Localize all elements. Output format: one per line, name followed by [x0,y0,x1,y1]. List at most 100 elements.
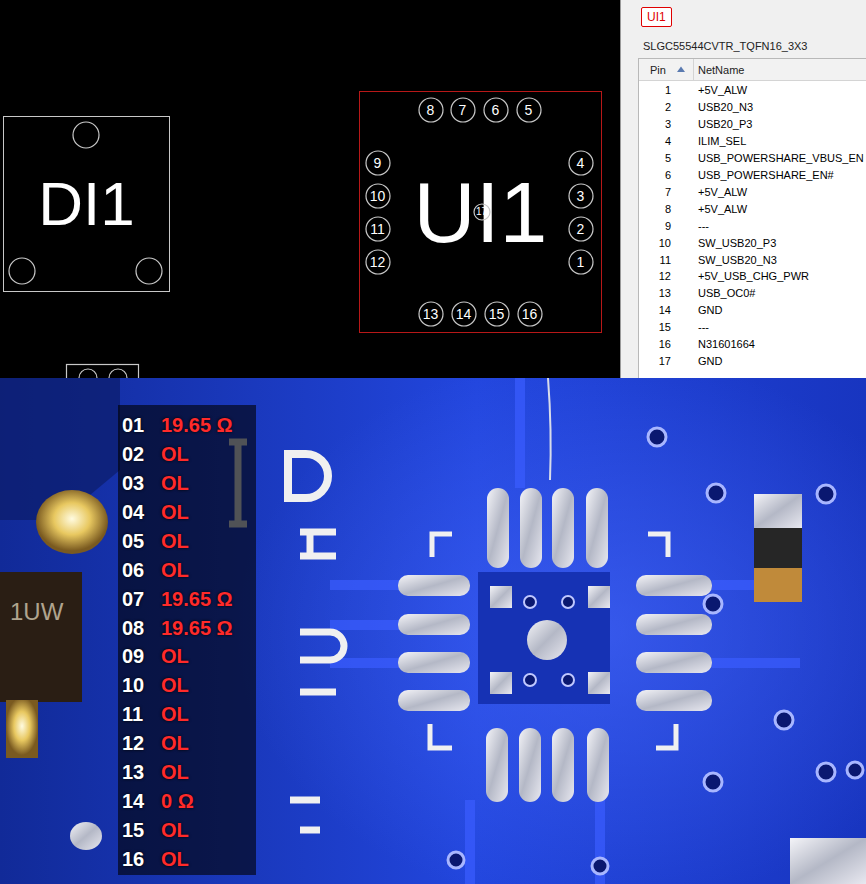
probe-pin: 02 [122,442,144,465]
pin-number: 5 [525,103,533,117]
pcb-photo-part [70,822,102,850]
pcb-photo-part [592,858,608,874]
component-marking: 1UW [10,598,63,626]
resistance-reading: 19.65 Ω [161,587,233,610]
net-name: N31601664 [698,338,755,351]
pcb-photo-part [448,852,464,868]
net-name: SW_USB20_P3 [698,236,776,249]
pcb-photo-part [648,428,666,446]
pin-number: 12 [370,255,386,269]
net-name: GND [698,355,722,368]
pcb-photo-part [562,674,574,686]
pcb-photo-part [636,690,712,711]
pcb-photo-part [754,494,802,602]
pcb-photo-part [636,652,712,673]
footprint-outline: DI1 [3,116,170,292]
pcb-photo-part [487,488,509,568]
pin-outline [517,98,541,122]
pin-outline [419,98,443,122]
probe-pin: 01 [122,414,144,437]
pin-number: 17 [476,207,487,217]
pin-number: 13 [423,307,439,321]
table-header: Pin [650,64,666,77]
pin-number: 8 [427,103,435,117]
resistance-reading: OL [161,645,189,668]
pcb-photo-part [300,632,344,692]
pin-number: 1 [577,255,585,269]
pin-circle: 13 [418,301,444,327]
net-name: USB_POWERSHARE_EN# [698,168,834,181]
pin-outline [366,151,390,175]
pcb-photo-part [527,620,567,660]
pcb-photo-part [118,405,256,875]
net-panel-part [639,59,866,389]
pin-outline [366,184,390,208]
pcb-photo-part [636,575,712,596]
pin-circle: 3 [568,183,594,209]
probe-pin: 08 [122,616,144,639]
pin-circle: 1 [568,249,594,275]
pin-circle: 11 [365,216,391,242]
pcb-photo-part [398,614,470,635]
pcb-photo-part [490,672,512,694]
probe-pin: 06 [122,558,144,581]
pin-circle: 10 [365,183,391,209]
pcb-photo-part [520,488,542,568]
probe-pin: 12 [122,732,144,755]
pin-cell: 1 [665,84,671,97]
designator: UI1 [647,11,666,23]
pcb-photo-part [754,568,802,602]
pin-outline [518,302,542,326]
probe-pin: 13 [122,761,144,784]
pin-outline [569,184,593,208]
pcb-photo-part [817,485,835,503]
pin-outline [366,217,390,241]
pin-outline [451,98,475,122]
resistance-reading: OL [161,471,189,494]
pin-cell: 5 [665,151,671,164]
pin-cell: 7 [665,185,671,198]
pin-circle: 5 [516,97,542,123]
net-panel-part [693,59,694,80]
pin-number: 3 [577,189,585,203]
net-name: SW_USB20_N3 [698,253,777,266]
pin-cell: 2 [665,101,671,114]
net-name: --- [698,321,709,334]
probe-pin: 11 [122,703,143,726]
probe-pin: 09 [122,645,144,668]
pcb-photo-part [0,378,866,884]
pcb-photo-part [586,488,608,568]
net-name: +5V_ALW [698,185,747,198]
pin-number: 7 [459,103,467,117]
pin-outline [419,302,443,326]
net-name: ILIM_SEL [698,135,746,148]
resistance-reading: 19.65 Ω [161,616,233,639]
part-number: SLGC55544CVTR_TQFN16_3X3 [643,40,807,53]
pcb-photo-part [200,378,866,884]
pin-number: 4 [577,156,585,170]
pin-cell: 4 [665,135,671,148]
pin-circle: 12 [365,249,391,275]
pin-outline [474,204,490,220]
part-tag: UI1 [641,7,672,27]
pin-number: 14 [456,307,472,321]
resistance-reading: OL [161,500,189,523]
pcb-photo-part [524,674,536,686]
pin-cell: 16 [659,338,671,351]
net-name: GND [698,304,722,317]
pcb-photo-part [398,690,470,711]
pin-outline [452,302,476,326]
pin-cell: 12 [659,270,671,283]
pcb-photo-part [552,488,574,568]
pin-outline [569,217,593,241]
pcb-photo-part [790,838,866,884]
pcb-photo-part [548,378,551,480]
pcb-photo-part [562,596,574,608]
pin-cell: 17 [659,355,671,368]
net-name: USB20_N3 [698,101,753,114]
pin-cell: 10 [659,236,671,249]
net-name: +5V_USB_CHG_PWR [698,270,809,283]
pin-number: 2 [577,222,585,236]
pin-number: 6 [492,103,500,117]
net-panel-part [639,80,866,81]
